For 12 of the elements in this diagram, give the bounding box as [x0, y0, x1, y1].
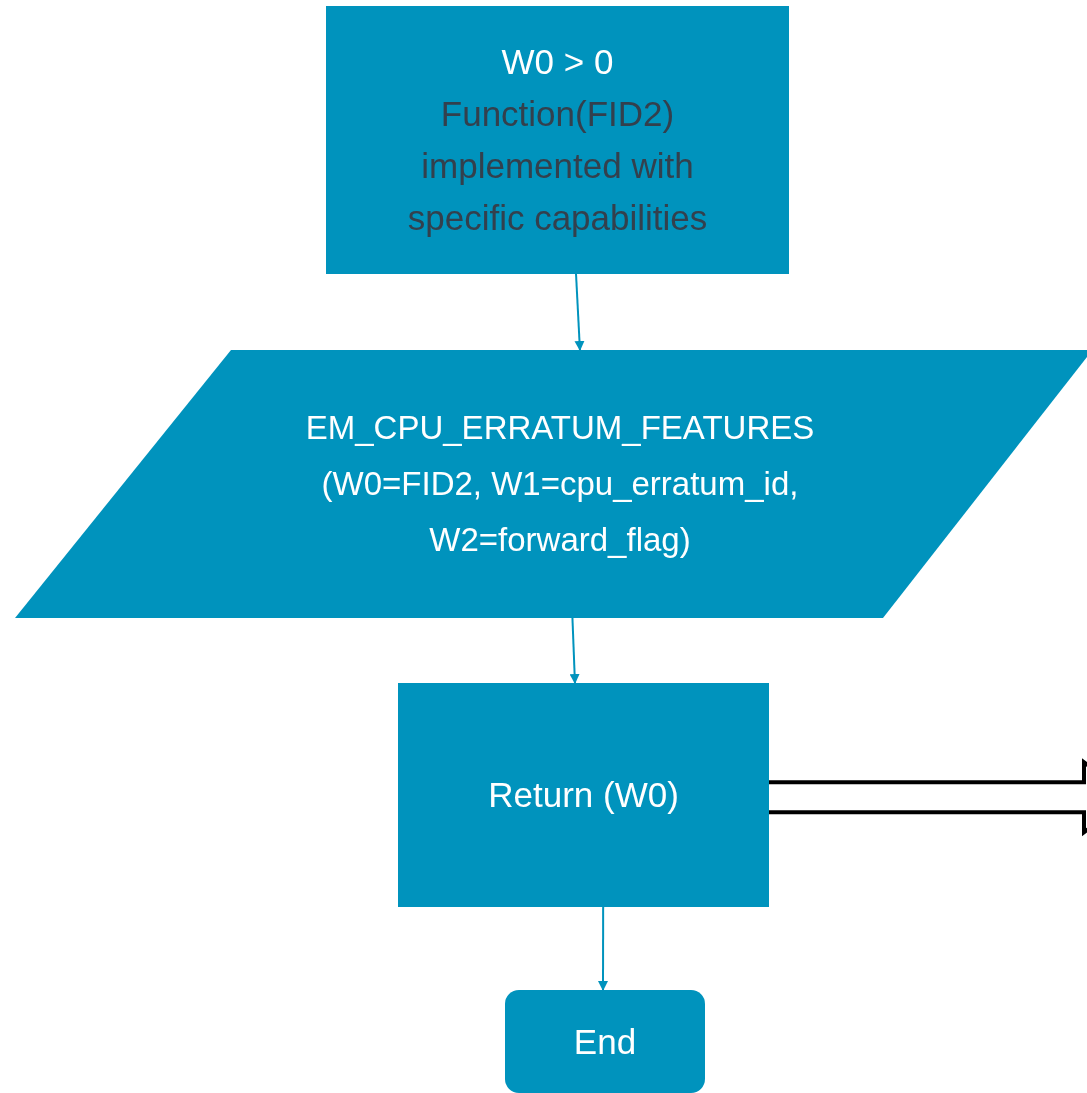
node-text: EM_CPU_ERRATUM_FEATURES (W0=FID2, W1=cpu_erratum_id, W2=forward_flag) — [304, 408, 816, 560]
arrow — [574, 273, 585, 351]
process-box — [326, 6, 789, 274]
node-heading: W0 > 0 — [501, 41, 614, 83]
node-text: End — [573, 1020, 637, 1063]
node-text: Return (W0) — [488, 774, 679, 816]
arrow — [598, 906, 608, 991]
arrow — [569, 617, 580, 684]
terminal-box — [505, 990, 705, 1093]
process-box — [398, 683, 769, 907]
input-output-parallelogram — [15, 350, 1087, 618]
node-text: Function(FID2) implemented with specific capabilities — [406, 93, 709, 239]
